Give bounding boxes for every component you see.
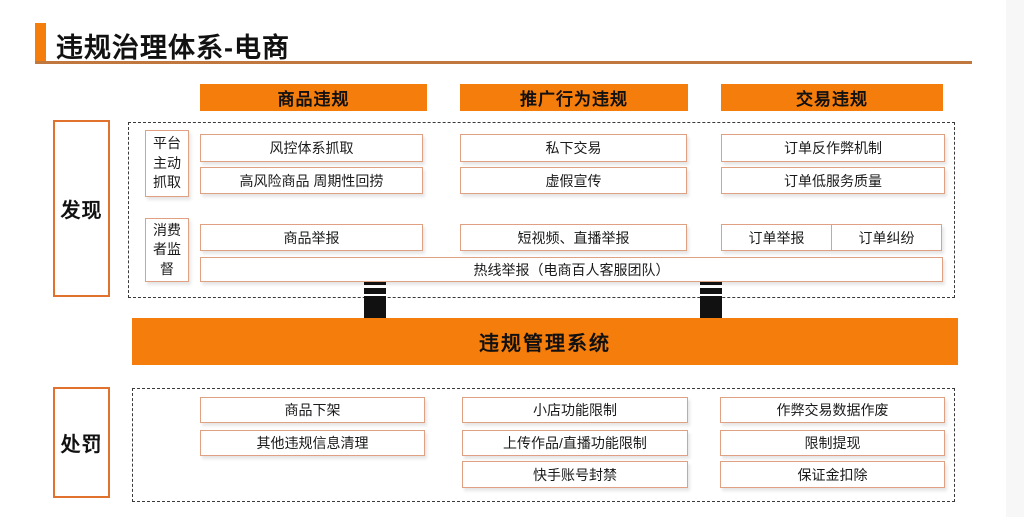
- title-underline: [35, 61, 972, 64]
- box-upload-live-limit: 上传作品/直播功能限制: [462, 430, 688, 456]
- box-product-delisting: 商品下架: [200, 397, 425, 423]
- box-private-trading: 私下交易: [460, 134, 687, 162]
- punishment-section-label: 处罚: [53, 387, 110, 498]
- box-order-anticheat: 订单反作弊机制: [721, 134, 945, 162]
- box-false-advertising: 虚假宣传: [460, 167, 687, 194]
- column-header-transaction: 交易违规: [721, 84, 943, 111]
- box-cheat-data-void: 作弊交易数据作废: [720, 397, 945, 423]
- consumer-supervision-label: 消费者监督: [145, 218, 189, 282]
- box-hotline-report: 热线举报（电商百人客服团队）: [200, 257, 943, 282]
- box-product-report: 商品举报: [200, 224, 423, 251]
- platform-capture-label: 平台主动抓取: [145, 130, 189, 197]
- box-order-report: 订单举报: [748, 229, 805, 246]
- box-risk-control-capture: 风控体系抓取: [200, 134, 423, 162]
- box-shop-function-limit: 小店功能限制: [462, 397, 688, 423]
- column-header-product: 商品违规: [200, 84, 427, 111]
- box-other-violation-cleanup: 其他违规信息清理: [200, 430, 425, 456]
- column-header-promotion: 推广行为违规: [460, 84, 688, 111]
- box-order-low-service: 订单低服务质量: [721, 167, 945, 194]
- box-order-dispute: 订单纠纷: [831, 225, 941, 250]
- discovery-frame: [128, 122, 955, 298]
- box-high-risk-periodic-review: 高风险商品 周期性回捞: [200, 167, 423, 194]
- violation-system-banner: 违规管理系统: [132, 318, 958, 365]
- title-accent-bar: [35, 23, 46, 62]
- box-order-report-dispute: 订单举报 订单纠纷: [721, 224, 942, 251]
- box-deposit-deduction: 保证金扣除: [720, 461, 945, 488]
- box-video-live-report: 短视频、直播举报: [460, 224, 687, 251]
- box-account-ban: 快手账号封禁: [462, 461, 688, 488]
- discovery-section-label: 发现: [53, 120, 110, 297]
- page-title: 违规治理体系-电商: [56, 33, 290, 63]
- punishment-frame: [132, 388, 955, 502]
- box-withdrawal-limit: 限制提现: [720, 430, 945, 456]
